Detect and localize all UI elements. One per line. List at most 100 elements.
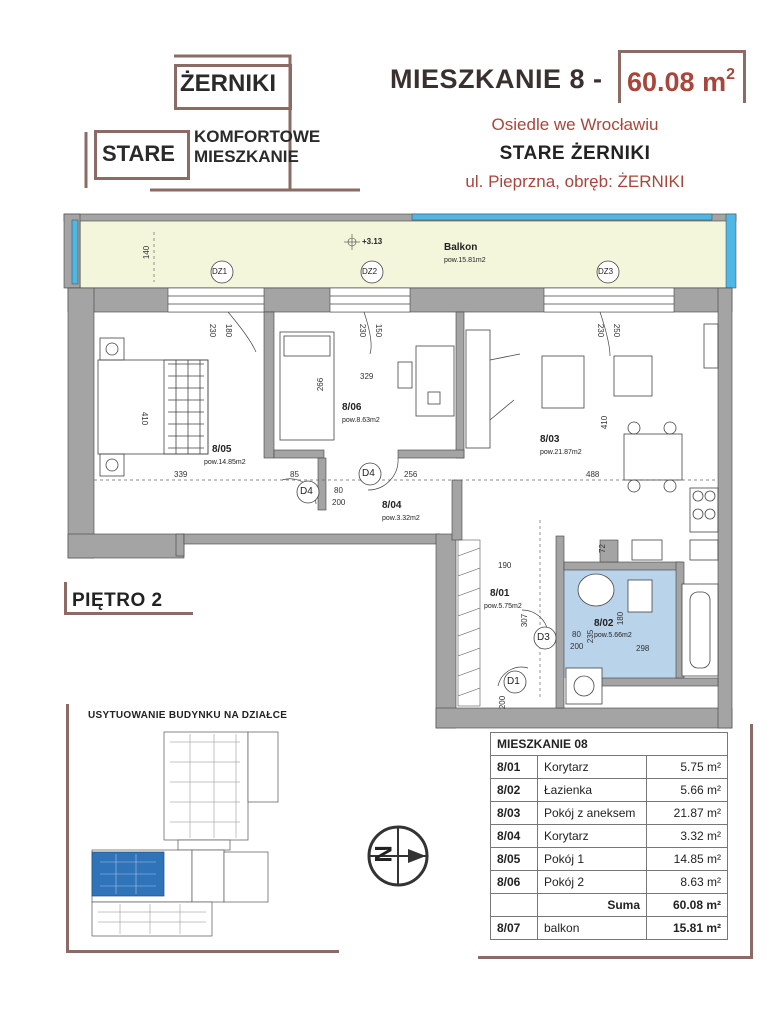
room-806-area: pow.8.63m2 <box>342 417 380 424</box>
site-title: USYTUOWANIE BUDYNKU NA DZIAŁCE <box>88 710 288 721</box>
dim-200c: 200 <box>498 695 508 710</box>
door-tag-d1: D1 <box>507 676 520 687</box>
table-cell-id: 8/04 <box>490 824 538 848</box>
logo-box-zerniki <box>174 64 292 110</box>
floor-plan <box>63 213 737 729</box>
balcony-left-glass <box>71 219 79 285</box>
subtitle-name: STARE ŻERNIKI <box>499 143 651 164</box>
logo-mieszkanie: MIESZKANIE <box>194 147 299 166</box>
table-cell-empty <box>490 893 538 917</box>
window-tag-dz2: DZ2 <box>362 267 378 276</box>
room-803-area: pow.21.87m2 <box>540 449 582 456</box>
balcony-glass <box>411 213 713 221</box>
dim-250: 250 <box>612 323 622 338</box>
table-cell-name: Korytarz <box>537 824 647 848</box>
apartment-area: 60.08 m <box>627 67 727 97</box>
room-802-area: pow.5.66m2 <box>594 632 632 639</box>
table-cell-name: Łazienka <box>537 778 647 802</box>
logo-box-stare <box>94 130 190 180</box>
apartment-area-sup: 2 <box>726 65 735 83</box>
table-row: 8/03 Pokój z aneksem 21.87 m² <box>490 801 728 825</box>
dim-180: 180 <box>224 323 234 338</box>
table-row: 8/06 Pokój 2 8.63 m² <box>490 870 728 894</box>
living-room-furniture <box>465 323 719 561</box>
door-tag-d4a: D4 <box>300 486 313 497</box>
dim-307: 307 <box>520 613 530 628</box>
table-row: 8/02 Łazienka 5.66 m² <box>490 778 728 802</box>
table-row: 8/01 Korytarz 5.75 m² <box>490 755 728 779</box>
dim-180b: 180 <box>616 611 626 626</box>
room-801-area: pow.5.75m2 <box>484 603 522 610</box>
table-cell-area: 21.87 m² <box>646 801 728 825</box>
room-802-id: 8/02 <box>594 618 614 629</box>
table-balcony-row: 8/07 balkon 15.81 m² <box>490 916 728 940</box>
compass-icon <box>367 825 429 887</box>
logo-zerniki: ŻERNIKI <box>180 70 276 97</box>
balcony-name: Balkon <box>444 242 478 253</box>
dim-230b: 230 <box>358 323 368 338</box>
table-cell-area: 8.63 m² <box>646 870 728 894</box>
dim-329: 329 <box>360 372 374 381</box>
dim-230c: 230 <box>596 323 606 338</box>
table-frame <box>478 724 753 959</box>
dim-488: 488 <box>586 470 600 479</box>
room-805-area: pow.14.85m2 <box>204 459 246 466</box>
balcony-area-label: pow.15.81m2 <box>444 257 486 264</box>
table-cell-name: Pokój 2 <box>537 870 647 894</box>
table-cell-name: Pokój z aneksem <box>537 801 647 825</box>
table-cell-id: 8/01 <box>490 755 538 779</box>
dim-190: 190 <box>498 561 512 570</box>
table-row: 8/04 Korytarz 3.32 m² <box>490 824 728 848</box>
room-803-id: 8/03 <box>540 434 560 445</box>
table-cell-id: 8/03 <box>490 801 538 825</box>
window-tags <box>210 260 620 284</box>
window-tag-dz1: DZ1 <box>212 267 228 276</box>
dim-140: 140 <box>142 245 152 260</box>
table-cell-area: 5.66 m² <box>646 778 728 802</box>
table-cell-id: 8/07 <box>490 916 538 940</box>
table-cell-id: 8/06 <box>490 870 538 894</box>
apartment-title: MIESZKANIE 8 - <box>390 64 603 94</box>
table-sum-row: Suma 60.08 m² <box>490 893 728 917</box>
balcony-area <box>79 217 731 289</box>
table-cell-name: balkon <box>537 916 647 940</box>
door-tag-d3: D3 <box>537 632 550 643</box>
dim-80b: 80 <box>572 630 581 639</box>
subtitle-estate: Osiedle we Wrocławiu <box>491 115 659 134</box>
elevation-label: +3.13 <box>362 237 383 246</box>
room-804-id: 8/04 <box>382 500 402 511</box>
bed-furniture <box>97 337 209 477</box>
dim-230a: 230 <box>208 323 218 338</box>
subtitle-address: ul. Pieprzna, obręb: ŻERNIKI <box>465 172 685 191</box>
table-cell-name: Pokój 1 <box>537 847 647 871</box>
floor-label: PIĘTRO 2 <box>72 590 163 611</box>
internal-walls <box>263 311 685 709</box>
window-openings <box>167 287 675 313</box>
door-tag-d4b: D4 <box>362 468 375 479</box>
table-cell-area: 5.75 m² <box>646 755 728 779</box>
table-header-row: MIESZKANIE 08 <box>490 732 728 756</box>
room-801-id: 8/01 <box>490 588 510 599</box>
room-805-id: 8/05 <box>212 444 232 455</box>
table-cell-area: 14.85 m² <box>646 847 728 871</box>
rooms-table: MIESZKANIE 08 8/01 Korytarz 5.75 m² 8/02… <box>490 732 728 940</box>
table-sum-value: 60.08 m² <box>646 893 728 917</box>
room-806-id: 8/06 <box>342 402 362 413</box>
window-tag-dz3: DZ3 <box>598 267 614 276</box>
dim-72: 72 <box>597 544 607 553</box>
wardrobe-hatch <box>457 539 481 707</box>
dim-339: 339 <box>174 470 188 479</box>
dim-85: 85 <box>290 470 299 479</box>
area-box: 60.08 m2 <box>618 50 746 103</box>
logo-frame <box>84 54 360 192</box>
compass-label: N <box>370 845 398 863</box>
dim-266: 266 <box>316 377 326 392</box>
dim-256: 256 <box>404 470 418 479</box>
floor-label-frame <box>64 582 193 615</box>
window-lines <box>168 295 674 305</box>
site-map <box>91 731 279 937</box>
dim-80a: 80 <box>334 486 343 495</box>
bathroom-fixtures <box>565 573 719 705</box>
table-header: MIESZKANIE 08 <box>490 732 728 756</box>
logo-stare: STARE <box>102 141 175 166</box>
